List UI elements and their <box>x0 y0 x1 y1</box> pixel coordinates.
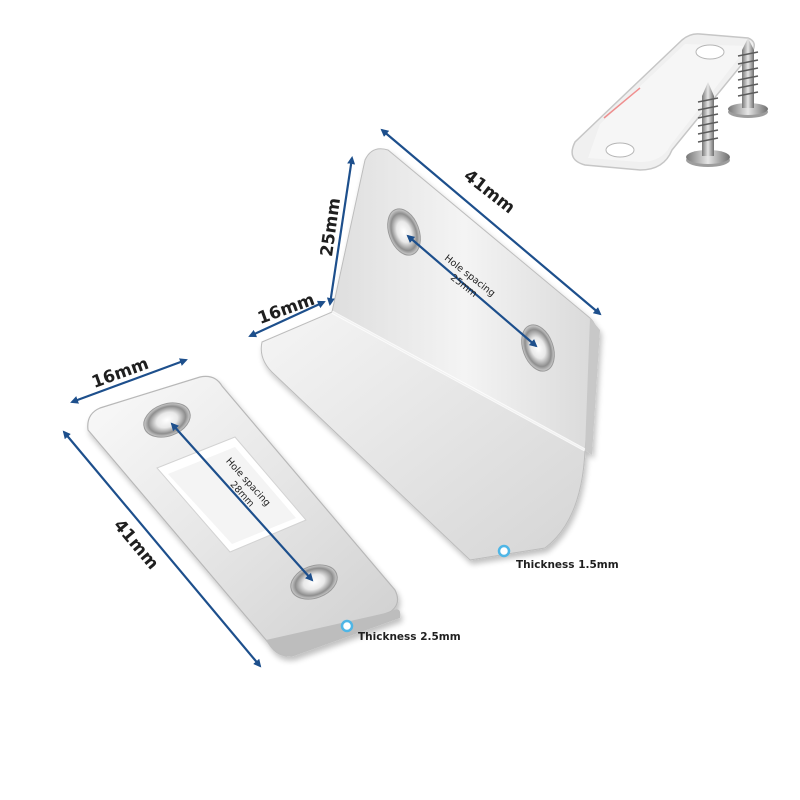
bracket-hole-spacing-arrow <box>406 234 538 348</box>
plate-width-arrow <box>70 358 188 404</box>
plate-thickness-callout-dot <box>340 619 354 633</box>
plate-thickness-label: Thickness 2.5mm <box>358 631 461 643</box>
bracket-length-label: 41mm <box>460 166 519 218</box>
plate-length-label: 41mm <box>109 516 162 574</box>
bracket-height-label: 25mm <box>317 197 345 258</box>
inset-accessories <box>571 33 768 171</box>
screw-icon <box>728 38 768 118</box>
plate-width-label: 16mm <box>89 354 151 393</box>
bracket-thickness-label: Thickness 1.5mm <box>516 559 619 571</box>
bracket-length-arrow <box>380 128 602 316</box>
bracket-height-arrow <box>326 156 356 306</box>
dimension-lines <box>62 128 602 668</box>
plate-length-arrow <box>62 430 262 668</box>
bracket-base-arrow <box>248 300 326 338</box>
screw-icon <box>686 82 730 167</box>
plate-hole-spacing-arrow <box>170 422 314 582</box>
adhesive-pad <box>571 33 755 171</box>
bracket-thickness-callout-dot <box>497 544 511 558</box>
